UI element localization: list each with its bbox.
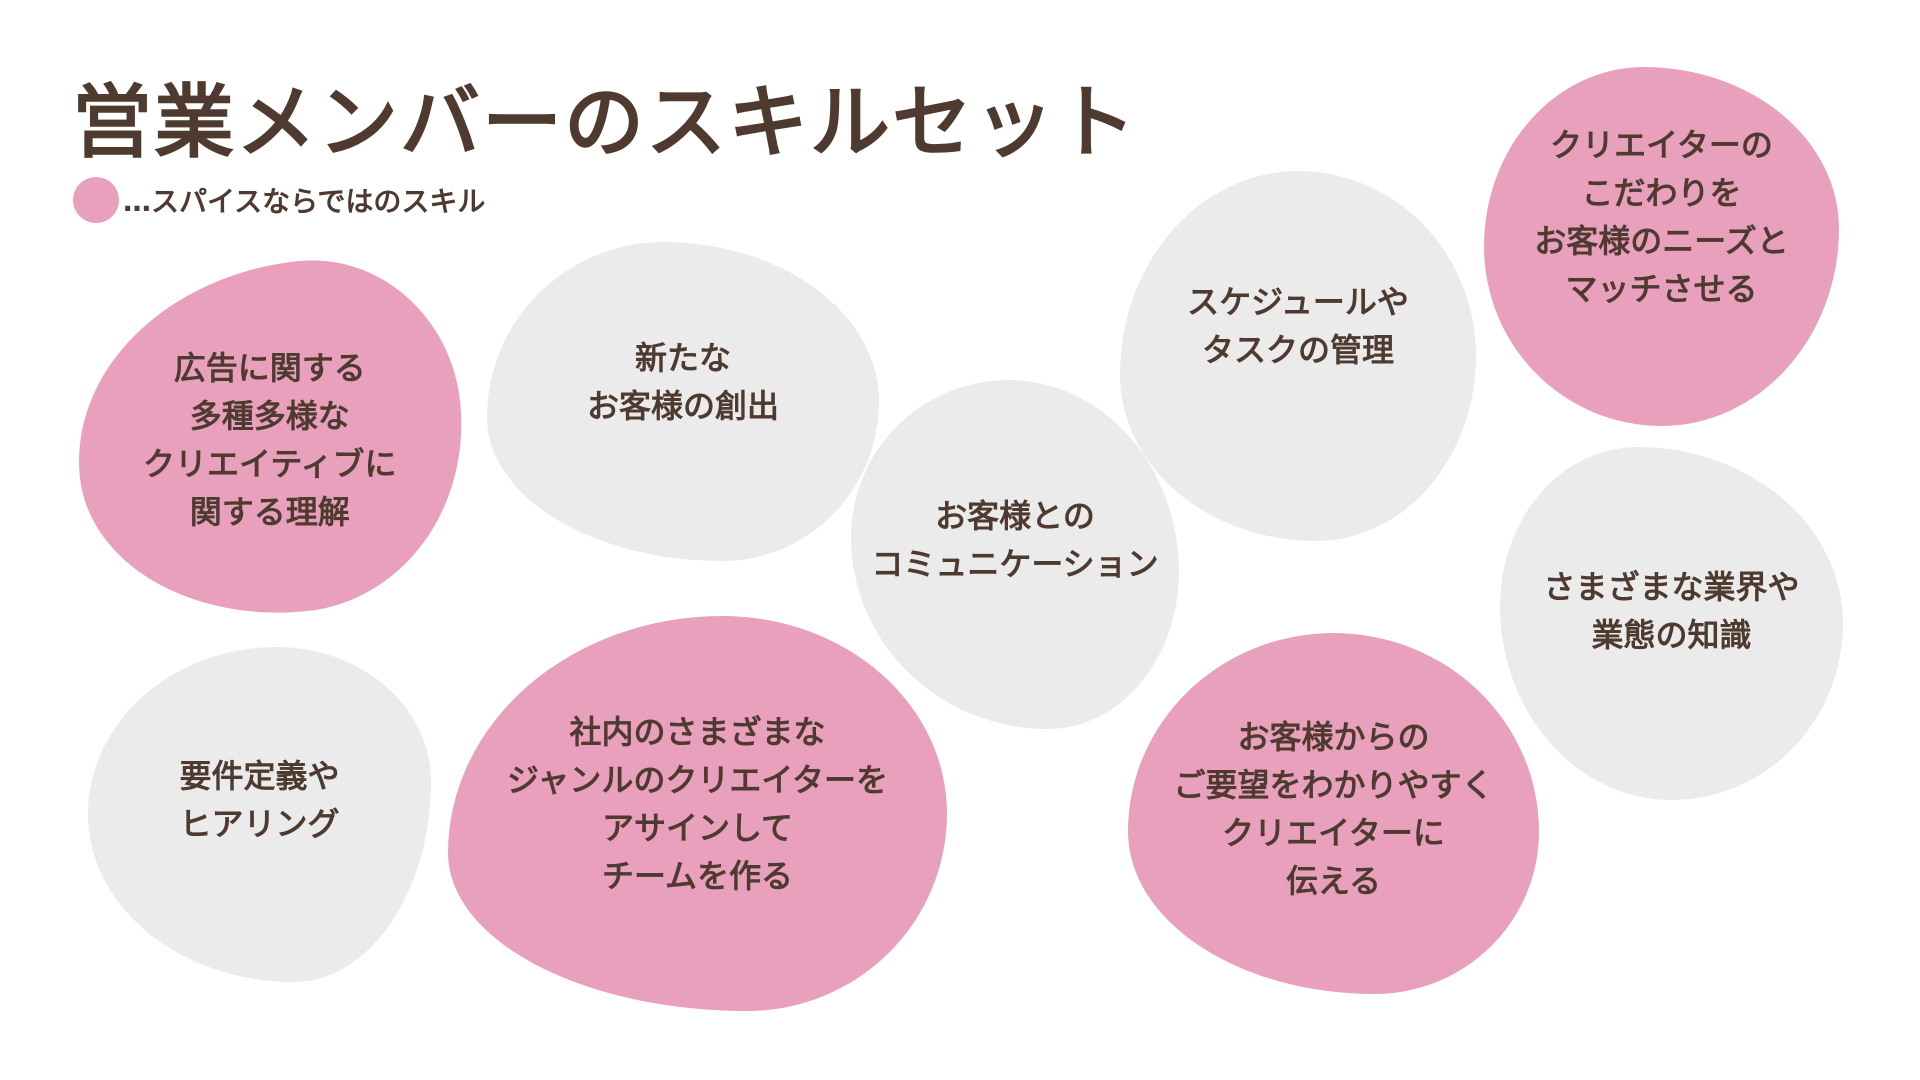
skill-text: お客様との コミュニケーション [871,496,1159,583]
skill-blob-team-building: 社内のさまざまな ジャンルのクリエイターを アサインして チームを作る [448,616,947,1011]
skill-text: スケジュールや タスクの管理 [1187,283,1409,369]
skill-blob-creative-understanding: 広告に関する 多種多様な クリエイティブに 関する理解 [59,245,481,634]
skill-text: お客様からの ご要望をわかりやすく クリエイターに 伝える [1173,717,1494,900]
skill-text: 新たな お客様の創出 [586,338,779,425]
skill-blob-schedule-management: スケジュールや タスクの管理 [1120,171,1476,541]
legend-text: …スパイスならではのスキル [123,185,486,218]
skill-text: クリエイターの こだわりを お客様のニーズと マッチさせる [1534,125,1789,308]
page-title: 営業メンバーのスキルセット [72,76,1138,169]
skill-text: さまざまな業界や 業態の知識 [1543,568,1800,654]
skill-text: 広告に関する 多種多様な クリエイティブに 関する理解 [143,348,397,531]
skill-blob-creator-client-matching: クリエイターの こだわりを お客様のニーズと マッチさせる [1484,67,1839,426]
legend-pink-dot-icon [73,177,119,223]
skill-blob-requirements-hearing: 要件定義や ヒアリング [88,647,431,982]
skill-text: 社内のさまざまな ジャンルのクリエイターを アサインして チームを作る [506,712,889,895]
skill-blob-convey-requests: お客様からの ご要望をわかりやすく クリエイターに 伝える [1128,633,1539,994]
skill-blob-client-communication: お客様との コミュニケーション [851,380,1179,729]
skill-blob-industry-knowledge: さまざまな業界や 業態の知識 [1500,447,1843,800]
skill-blob-new-clients: 新たな お客様の創出 [487,242,879,561]
skill-text: 要件定義や ヒアリング [179,756,340,843]
legend: …スパイスならではのスキル [73,177,485,223]
